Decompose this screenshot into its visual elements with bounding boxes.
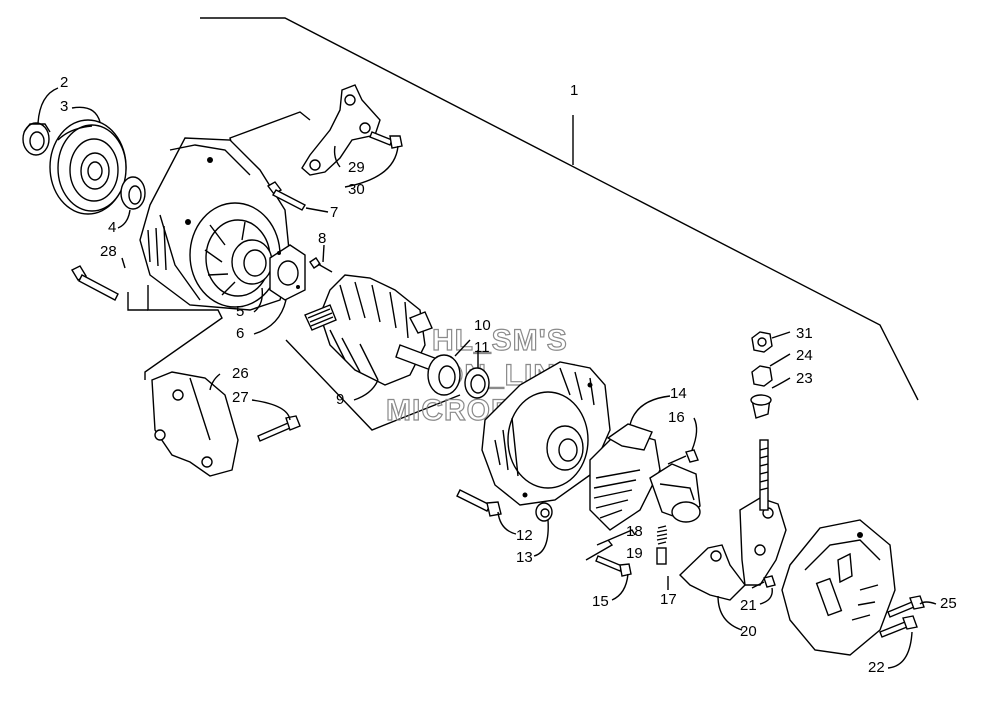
bearing-part-10 (427, 354, 461, 396)
screw-part-21 (751, 575, 776, 589)
label-27: 27 (232, 389, 249, 406)
label-5: 5 (236, 303, 244, 320)
label-15: 15 (592, 593, 609, 610)
bracket-part-29 (301, 84, 381, 176)
screw-part-8 (309, 257, 333, 273)
nut-part-31 (751, 331, 773, 353)
label-7: 7 (330, 204, 338, 221)
label-11: 11 (474, 339, 490, 356)
rotor-part-9 (304, 274, 441, 386)
bracket-part-26 (151, 371, 239, 477)
pulley-part-3 (49, 119, 127, 215)
label-8: 8 (318, 230, 326, 247)
label-28: 28 (100, 243, 117, 260)
label-21: 21 (740, 597, 757, 614)
label-22: 22 (868, 659, 885, 676)
bolt-part-12 (456, 489, 502, 517)
label-2: 2 (60, 74, 68, 91)
label-6: 6 (236, 325, 244, 342)
label-30: 30 (348, 181, 365, 198)
washer-part-24 (751, 365, 773, 387)
nut-part-13 (535, 502, 553, 522)
bolt-part-30 (369, 131, 403, 149)
spacer-part-4 (120, 176, 146, 210)
bolt-part-27 (257, 415, 301, 442)
nut-part-2 (22, 122, 51, 156)
label-29: 29 (348, 159, 365, 176)
label-26: 26 (232, 365, 249, 382)
bolt-part-7 (266, 181, 306, 211)
part-number-labels: 1 2 3 4 28 5 6 7 8 29 30 9 10 11 26 27 1… (60, 74, 957, 676)
svg-text:HL_SM'S: HL_SM'S (432, 324, 568, 357)
insulator-part-20 (679, 497, 787, 601)
label-4: 4 (108, 219, 116, 236)
label-16: 16 (668, 409, 685, 426)
leader-lines (37, 87, 937, 669)
label-23: 23 (796, 370, 813, 387)
label-9: 9 (336, 391, 344, 408)
label-20: 20 (740, 623, 757, 640)
bolt-part-15 (595, 555, 632, 577)
retainer-plate-part-6 (269, 244, 306, 301)
label-18: 18 (626, 523, 643, 540)
label-17: 17 (660, 591, 677, 608)
label-31: 31 (796, 325, 813, 342)
insulator-part-23 (750, 394, 772, 419)
bolt-part-25 (887, 595, 925, 618)
rear-housing (481, 361, 611, 506)
terminal-stud (759, 439, 769, 511)
end-cover (781, 519, 896, 656)
label-13: 13 (516, 549, 533, 566)
spring-part-18 (656, 525, 668, 545)
label-10: 10 (474, 317, 491, 334)
label-14: 14 (670, 385, 687, 402)
bolt-part-22 (879, 615, 918, 638)
label-19: 19 (626, 545, 643, 562)
label-25: 25 (940, 595, 957, 612)
rectifier-part-14 (589, 423, 661, 531)
label-1: 1 (570, 82, 578, 99)
label-12: 12 (516, 527, 533, 544)
brush-holder (649, 463, 701, 523)
bolt-part-28 (71, 265, 119, 301)
label-3: 3 (60, 98, 68, 115)
brush-part-19 (656, 547, 667, 565)
front-housing (139, 137, 291, 311)
screw-part-16 (667, 449, 699, 465)
bearing-cover-part-11 (464, 367, 490, 399)
label-24: 24 (796, 347, 813, 364)
